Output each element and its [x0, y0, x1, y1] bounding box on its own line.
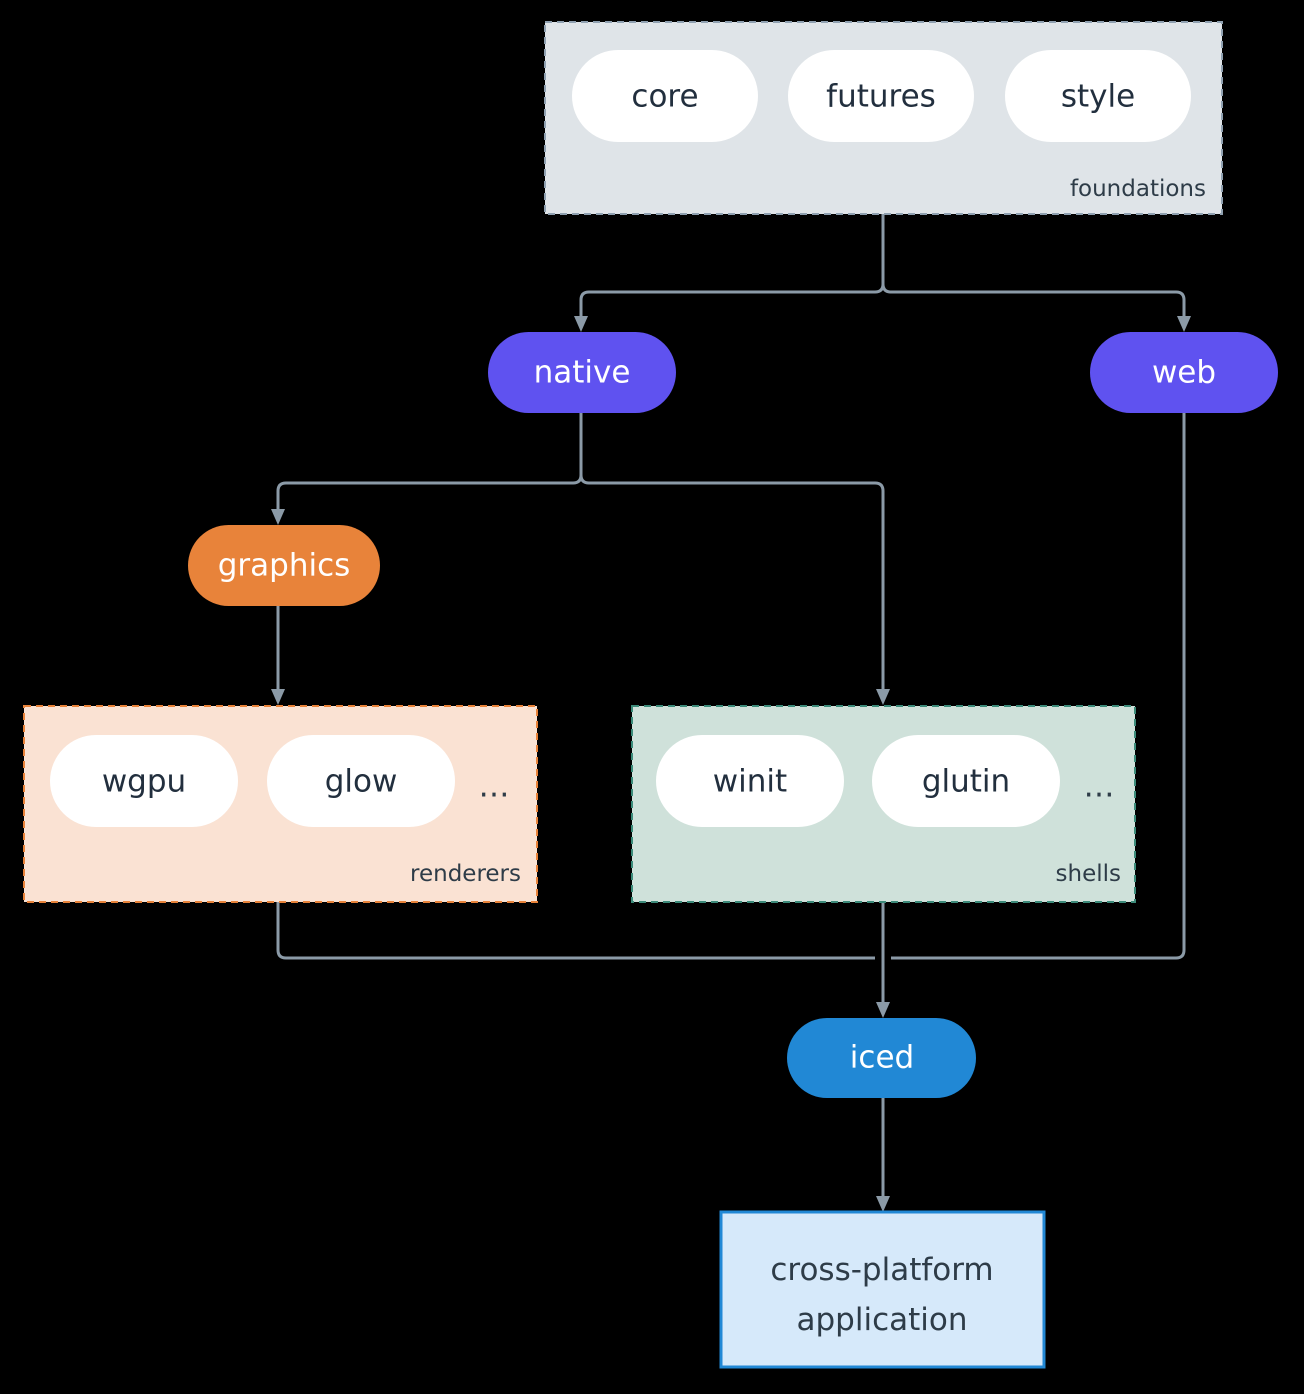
node-glutin-shape [872, 735, 1060, 827]
node-winit-label: winit [713, 764, 787, 800]
edge-renderers-to-iced [276, 902, 875, 960]
cluster-renderers: wgpu glow … renderers [23, 705, 538, 903]
node-wgpu[interactable]: wgpu [50, 735, 238, 827]
node-graphics-label: graphics [218, 548, 351, 584]
node-style[interactable]: style [1005, 50, 1191, 142]
node-wgpu-label: wgpu [102, 764, 186, 800]
node-web-shape [1090, 332, 1278, 413]
arrowhead-graphics [271, 509, 285, 525]
node-native-label: native [534, 355, 631, 391]
node-style-shape [1005, 50, 1191, 142]
node-graphics[interactable]: graphics [188, 525, 380, 606]
edge-native-to-graphics [276, 413, 583, 511]
node-wgpu-shape [50, 735, 238, 827]
node-glutin[interactable]: glutin [872, 735, 1060, 827]
renderers-ellipsis: … [479, 769, 512, 805]
node-futures-label: futures [826, 79, 936, 115]
cluster-shells-label: shells [1056, 861, 1121, 887]
node-application-shape [719, 1210, 1046, 1369]
arrowhead-iced [876, 1002, 890, 1018]
cluster-renderers-label: renderers [410, 861, 521, 887]
node-application-label-line1: cross-platform [770, 1252, 993, 1288]
node-core-shape [572, 50, 758, 142]
node-application-label-line2: application [797, 1302, 968, 1338]
arrowhead-native [574, 316, 588, 332]
cluster-foundations: core futures style foundations [544, 21, 1223, 215]
node-web-label: web [1152, 355, 1216, 391]
cluster-shells: winit glutin … shells [631, 705, 1136, 903]
edge-native-to-shells [579, 413, 885, 690]
node-style-label: style [1061, 79, 1135, 115]
node-application[interactable]: cross-platform application [719, 1210, 1046, 1369]
arrowhead-renderers [271, 689, 285, 705]
shells-ellipsis: … [1084, 769, 1117, 805]
arrowhead-shells [876, 689, 890, 705]
edge-foundations-to-web [881, 214, 1186, 318]
node-graphics-shape [188, 525, 380, 606]
node-core[interactable]: core [572, 50, 758, 142]
node-iced-shape [787, 1018, 976, 1098]
cluster-foundations-label: foundations [1070, 176, 1206, 202]
node-glow-label: glow [325, 764, 398, 800]
edge-layer [271, 214, 1191, 1212]
node-native[interactable]: native [488, 332, 676, 413]
node-glow[interactable]: glow [267, 735, 455, 827]
node-glow-shape [267, 735, 455, 827]
edge-foundations-to-native [579, 214, 885, 318]
node-futures[interactable]: futures [788, 50, 974, 142]
arrowhead-application [876, 1196, 890, 1212]
node-web[interactable]: web [1090, 332, 1278, 413]
node-winit-shape [656, 735, 844, 827]
node-glutin-label: glutin [922, 764, 1010, 800]
arrowhead-web [1177, 316, 1191, 332]
node-futures-shape [788, 50, 974, 142]
node-iced-label: iced [850, 1040, 914, 1076]
node-native-shape [488, 332, 676, 413]
node-winit[interactable]: winit [656, 735, 844, 827]
node-core-label: core [631, 79, 698, 115]
node-iced[interactable]: iced [787, 1018, 976, 1098]
edge-web-to-iced [891, 413, 1186, 960]
